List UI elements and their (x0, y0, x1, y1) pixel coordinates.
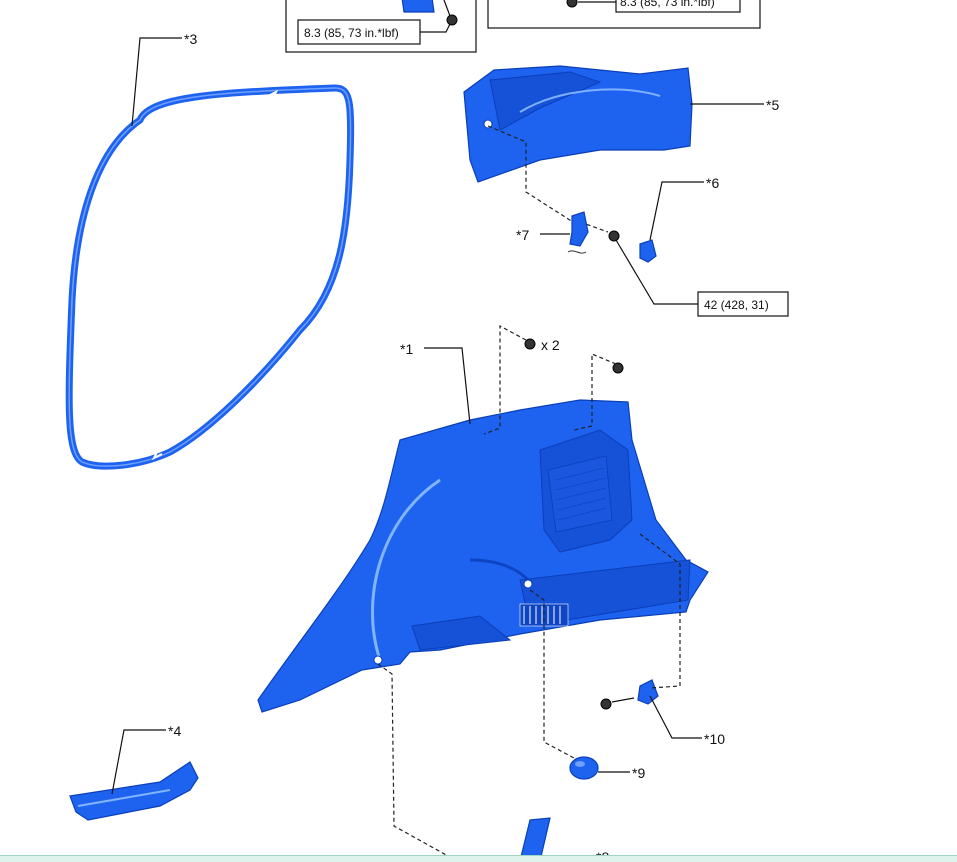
callout-3: *3 (184, 31, 197, 47)
callout-7: *7 (516, 227, 529, 243)
callout-6: *6 (706, 175, 719, 191)
bolt-icon (566, 0, 578, 8)
part-clip-7 (569, 211, 589, 247)
torque-label-top-right: 8.3 (85, 73 in.*lbf) (620, 0, 715, 9)
bolt-icon (600, 698, 612, 710)
part-quarter-trim-1 (257, 399, 709, 713)
torque-label-top-left: 8.3 (85, 73 in.*lbf) (304, 26, 399, 40)
part-scuff-plate-4 (69, 761, 199, 821)
callout-9: *9 (632, 765, 645, 781)
torque-group-top-left: 8.3 (85, 73 in.*lbf) (285, 0, 477, 53)
callout-10: *10 (704, 731, 725, 747)
callout-1: *1 (400, 341, 413, 357)
torque-group-top-right: 8.3 (85, 73 in.*lbf) (487, 0, 761, 29)
quantity-label: x 2 (541, 337, 560, 353)
part-upper-trim-5 (463, 65, 693, 183)
part-8 (519, 817, 551, 861)
callout-4: *4 (168, 723, 181, 739)
part-clip-10 (600, 679, 659, 710)
callout-5: *5 (766, 97, 779, 113)
part-clip-6 (639, 239, 657, 263)
part-weatherstrip-3 (65, 84, 355, 470)
bottom-scroll-bar (0, 855, 957, 862)
torque-label-middle: 42 (428, 31) (704, 298, 769, 312)
bolt-icon (608, 230, 620, 242)
bolt-icon (446, 14, 458, 26)
bolt-icon (612, 362, 624, 374)
part-cap-9 (569, 756, 599, 780)
bolt-icon (524, 338, 536, 350)
